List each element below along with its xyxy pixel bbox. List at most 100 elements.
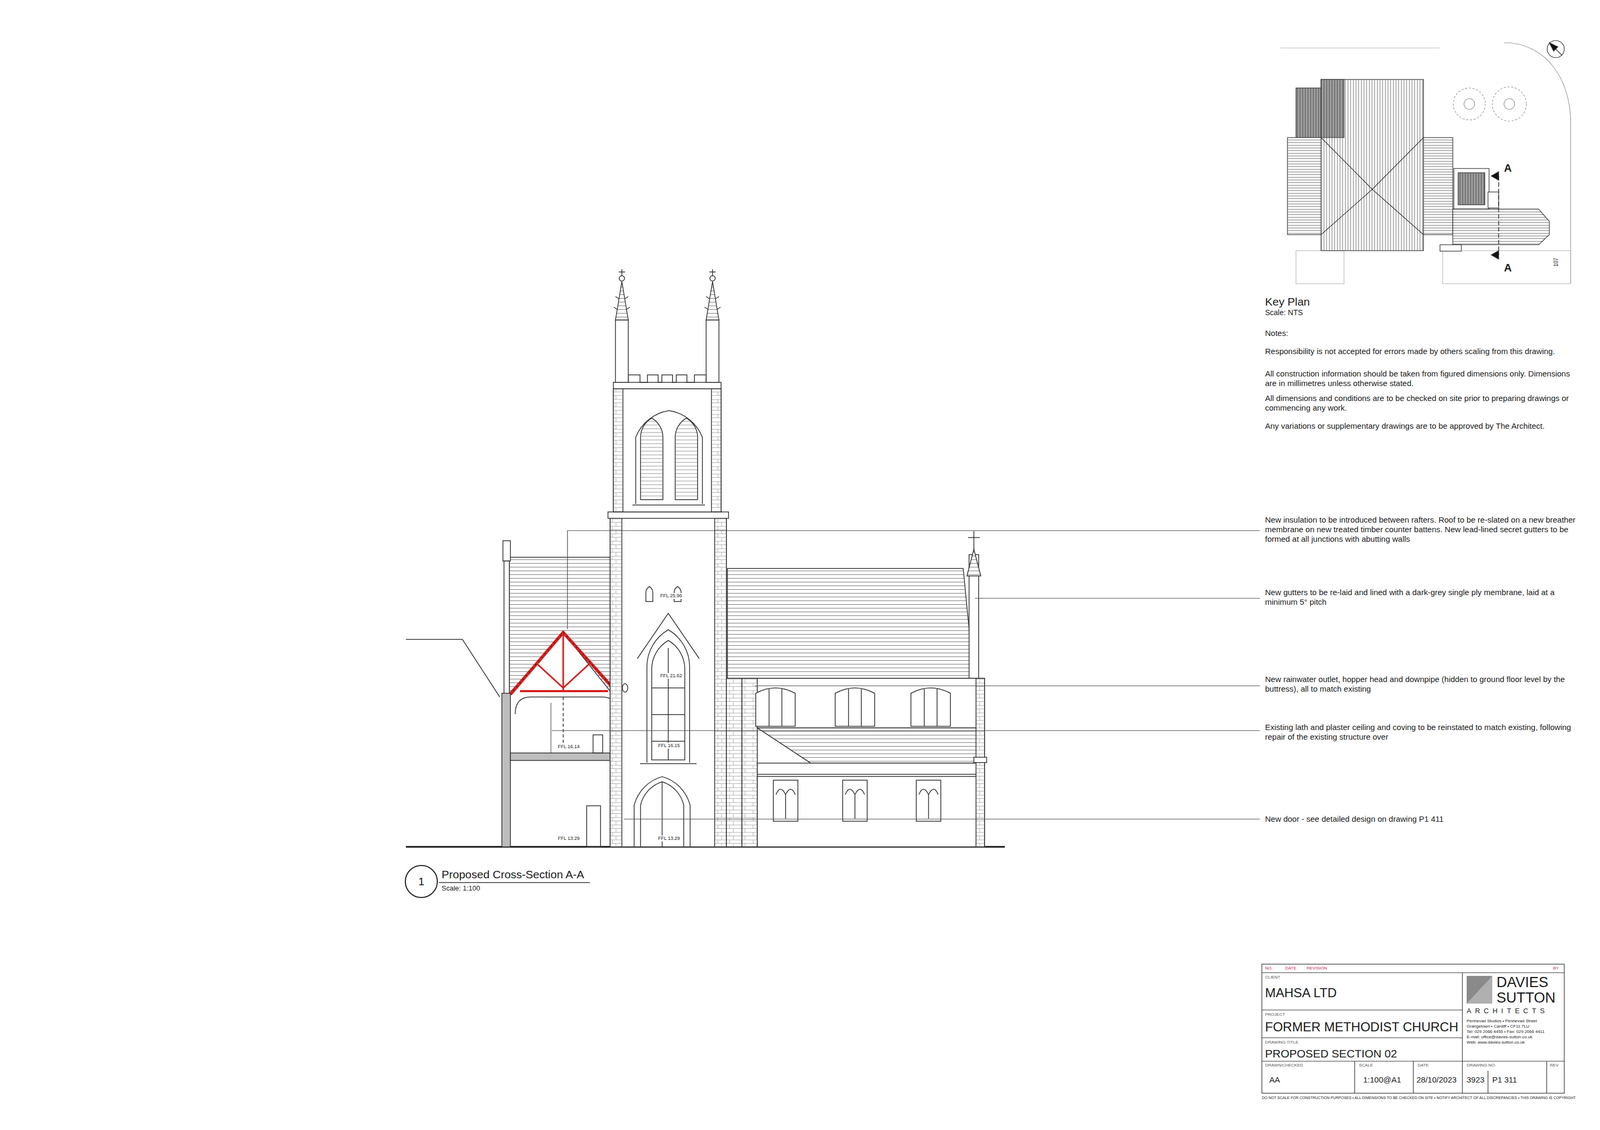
church-nave [726, 531, 987, 847]
church-tower [709, 271, 716, 273]
section-cut [509, 557, 611, 694]
leader-line [567, 530, 1260, 630]
church-tower [613, 388, 722, 512]
church-tower [628, 374, 707, 383]
floor-level: FFL 13.29 [657, 835, 682, 842]
revision-header: BY [1553, 965, 1559, 972]
section-cut [550, 702, 552, 754]
floor-level: FFL 16.14 [556, 744, 581, 750]
field-label: DRAWING TITLE [1265, 1040, 1299, 1046]
section-marker: A [1504, 261, 1512, 275]
key-plan [1440, 244, 1462, 252]
church-nave [966, 549, 981, 576]
leader-line [552, 530, 1260, 820]
roof-truss [510, 632, 619, 695]
revision-header: NO. [1265, 965, 1273, 972]
key-plan [1549, 42, 1563, 56]
field-label: PROJECT [1265, 1012, 1285, 1018]
address-line: Web: www.davies-sutton.co.uk [1466, 1040, 1525, 1046]
callout-number: 1 [418, 875, 424, 888]
church-nave [848, 689, 850, 727]
church-nave [860, 689, 862, 727]
section-cut [405, 639, 500, 698]
key-plan [1492, 86, 1527, 122]
roof-truss [536, 663, 564, 688]
field-value: 1:100@A1 [1363, 1075, 1402, 1085]
callout-note: New gutters to be re-laid and lined with… [1265, 587, 1580, 607]
church-nave [755, 688, 796, 727]
church-nave [781, 689, 783, 727]
title-block [1546, 1061, 1547, 1094]
drawing-title: PROPOSED SECTION 02 [1265, 1046, 1397, 1061]
section-cut [502, 540, 511, 562]
church-tower [615, 320, 629, 383]
notes-heading: Notes: [1265, 328, 1288, 339]
address-line: Penhevad Studios • Penhevad Street [1466, 1018, 1538, 1024]
floor-level: FFL 16.15 [657, 742, 682, 749]
architect-logo [1466, 976, 1493, 1004]
field-label: DRAWING NO. [1466, 1062, 1496, 1069]
section-scale: Scale: 1:100 [441, 884, 480, 893]
church-nave [842, 780, 868, 822]
church-nave [835, 688, 875, 727]
church-tower [610, 517, 622, 847]
title-underline [438, 882, 590, 884]
field-label: DRAWN/CHECKED [1265, 1062, 1303, 1069]
key-plan [1372, 137, 1424, 190]
revision-header: REVISION [1306, 965, 1327, 972]
church-tower [635, 410, 703, 504]
field-value: 3923 [1466, 1075, 1485, 1085]
section-title: Proposed Cross-Section A-A [441, 867, 584, 882]
church-nave [757, 763, 985, 847]
key-plan [1280, 47, 1440, 48]
leader-line [754, 685, 1260, 686]
field-label: CLIENT [1265, 974, 1280, 981]
revision-header: DATE [1285, 965, 1297, 972]
key-plan [1504, 98, 1515, 110]
title-block [1261, 1009, 1463, 1011]
leader-line [624, 818, 1260, 820]
field-value: P1 311 [1492, 1075, 1517, 1085]
field-label: REV [1549, 1062, 1559, 1069]
address-line: Grangetown • Cardiff • CF11 7LU [1466, 1024, 1530, 1030]
church-tower [622, 683, 628, 693]
key-plan [1488, 192, 1499, 208]
key-plan [1296, 250, 1344, 284]
section-cut [405, 540, 628, 847]
church-tower [712, 269, 714, 276]
project-name: FORMER METHODIST CHURCH [1265, 1019, 1459, 1036]
church-tower [615, 281, 629, 320]
leader-line [552, 730, 1260, 731]
title-block [1354, 1061, 1355, 1094]
church-tower [632, 504, 706, 506]
section-cut [593, 734, 603, 754]
church-nave [757, 773, 985, 775]
church-tower [613, 296, 630, 310]
logo-word: DAVIES [1496, 973, 1549, 991]
plan-scale: Scale: NTS [1265, 308, 1303, 318]
church-tower [634, 776, 691, 847]
church-tower [619, 275, 625, 282]
key-plan [1321, 79, 1424, 251]
address-line: Tel: 029 2066 4455 • Fax: 029 2066 4411 [1466, 1029, 1545, 1035]
callout-note: New insulation to be introduced between … [1265, 515, 1580, 544]
church-nave [757, 728, 985, 764]
church-nave [768, 689, 770, 727]
note: Any variations or supplementary drawings… [1265, 421, 1580, 431]
church-tower [651, 740, 685, 742]
church-nave [918, 789, 939, 819]
church-tower [711, 388, 722, 512]
church-tower [675, 418, 698, 500]
section-marker: A [1504, 161, 1512, 175]
title-block [1461, 972, 1463, 1094]
footer-note: DO NOT SCALE FOR CONSTRUCTION PURPOSES •… [1261, 1096, 1576, 1101]
church-tower [706, 281, 719, 320]
callout-note: New door - see detailed design on drawin… [1265, 814, 1580, 824]
church-tower [640, 781, 684, 847]
roof-truss [510, 632, 619, 695]
note: All construction information should be t… [1265, 369, 1580, 389]
client-name: MAHSA LTD [1265, 985, 1337, 1002]
field-value: 28/10/2023 [1416, 1075, 1457, 1085]
key-plan [1321, 137, 1373, 190]
church-tower [608, 269, 729, 847]
